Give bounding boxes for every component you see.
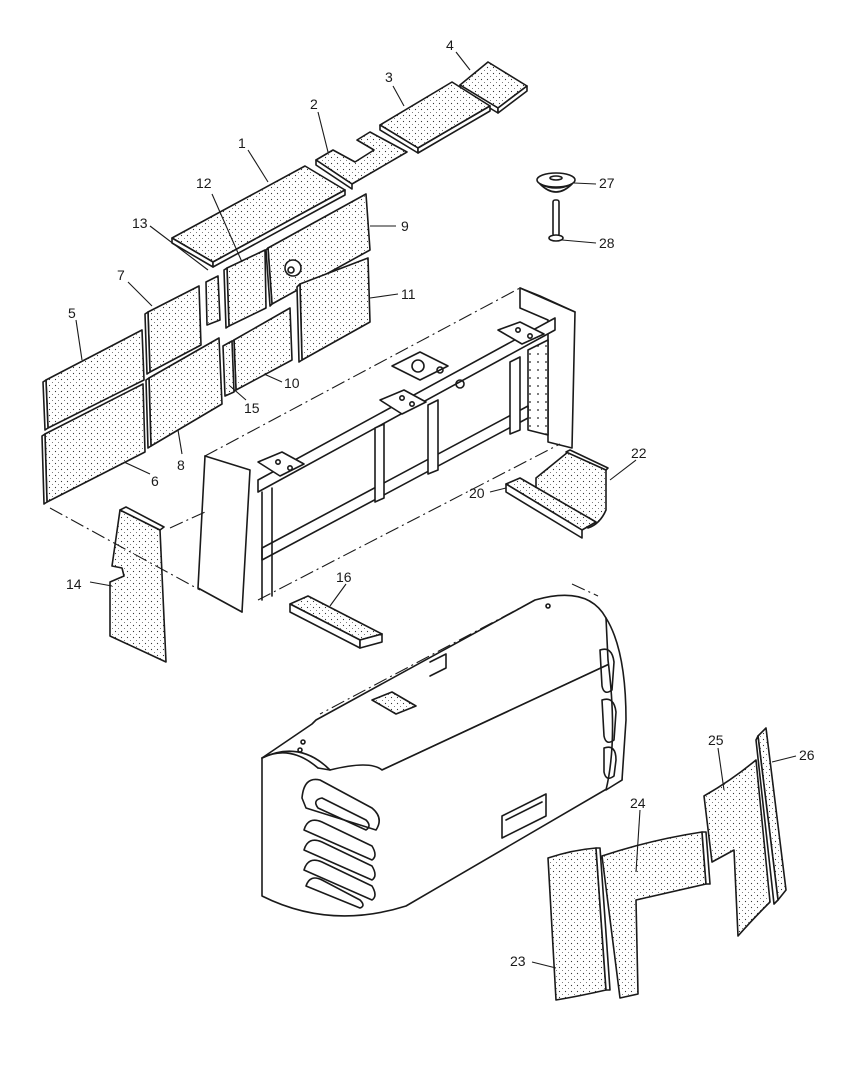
panel-7 (144, 285, 202, 375)
panel-26 (755, 727, 787, 905)
callout-12: 12 (196, 175, 212, 191)
callout-6: 6 (151, 473, 159, 489)
bolt-28 (548, 199, 564, 242)
callout-26: 26 (799, 747, 815, 763)
panel-8 (145, 337, 223, 449)
callout-8: 8 (177, 457, 185, 473)
panel-14 (109, 506, 167, 663)
callout-15: 15 (244, 400, 260, 416)
callout-24: 24 (630, 795, 646, 811)
main-cover (261, 594, 627, 917)
panel-20 (505, 477, 597, 539)
callout-23: 23 (510, 953, 526, 969)
panel-6 (41, 383, 146, 505)
leader-lines (75, 51, 797, 969)
callout-28: 28 (599, 235, 615, 251)
panel-13 (205, 275, 221, 326)
panel-11 (296, 257, 371, 363)
callout-7: 7 (117, 267, 125, 283)
callout-4: 4 (446, 37, 454, 53)
cover-louvres-right (599, 648, 617, 780)
mount-cap-27 (536, 172, 576, 193)
panel-16 (289, 595, 383, 649)
panel-2 (315, 131, 408, 190)
callout-22: 22 (631, 445, 647, 461)
panel-5 (42, 329, 145, 431)
panel-15 (222, 340, 235, 397)
callout-3: 3 (385, 69, 393, 85)
cover-louvres-left (301, 778, 380, 909)
callout-11: 11 (401, 286, 416, 302)
callout-10: 10 (284, 375, 300, 391)
callout-16: 16 (336, 569, 352, 585)
callout-27: 27 (599, 175, 615, 191)
callout-2: 2 (310, 96, 318, 112)
callout-9: 9 (401, 218, 409, 234)
panel-9 (265, 193, 371, 307)
panel-3 (379, 81, 491, 154)
callout-25: 25 (708, 732, 724, 748)
frame-housing (197, 287, 576, 613)
panel-25 (703, 759, 771, 937)
callout-labels: 1 2 3 4 5 6 7 8 9 10 11 12 13 14 15 16 2… (66, 37, 815, 969)
callout-1: 1 (238, 135, 246, 151)
panel-12 (223, 249, 267, 329)
callout-5: 5 (68, 305, 76, 321)
panel-22 (535, 449, 609, 529)
panel-23 (547, 847, 611, 1001)
callout-14: 14 (66, 576, 82, 592)
callout-20: 20 (469, 485, 485, 501)
panel-24 (601, 831, 711, 999)
callout-13: 13 (132, 215, 148, 231)
panel-1 (171, 165, 346, 268)
